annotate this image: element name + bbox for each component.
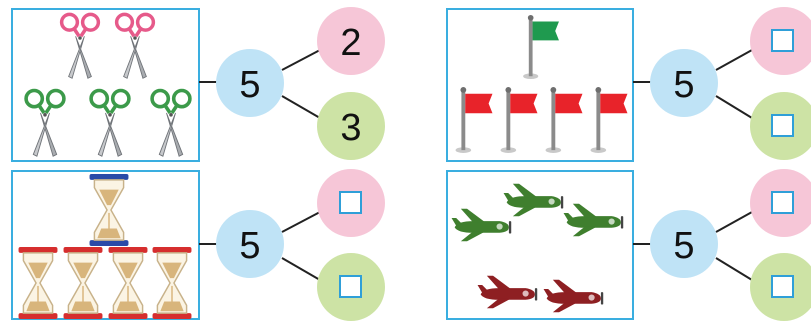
answer-box[interactable] [339,275,362,298]
answer-box[interactable] [771,275,794,298]
answer-box[interactable] [339,191,362,214]
answer-box[interactable] [771,114,794,137]
part-number-top: 2 [340,22,361,64]
connector-line [281,95,321,119]
total-circle [650,49,718,117]
exercise-4: 5 [446,169,811,321]
total-circle [216,49,284,117]
total-number: 5 [673,64,694,106]
answer-box[interactable] [771,29,794,52]
answer-box[interactable] [771,191,794,214]
connector-line [281,211,321,233]
connector-line [281,257,321,281]
total-circle [216,210,284,278]
connector-line [715,49,753,71]
picture-frame [446,170,634,320]
part-circle-top [317,7,385,75]
exercise-2: 5 [446,7,811,162]
connector-line [281,49,321,71]
total-number: 5 [239,225,260,267]
total-circle [650,210,718,278]
exercise-1: 5 2 3 [11,7,385,162]
connector-line [715,211,753,233]
part-number-bottom: 3 [340,107,361,149]
total-number: 5 [239,64,260,106]
part-circle-bottom [317,92,385,160]
exercise-3: 5 [11,169,385,321]
total-number: 5 [673,225,694,267]
connector-line [715,95,753,119]
connector-line [715,257,753,281]
